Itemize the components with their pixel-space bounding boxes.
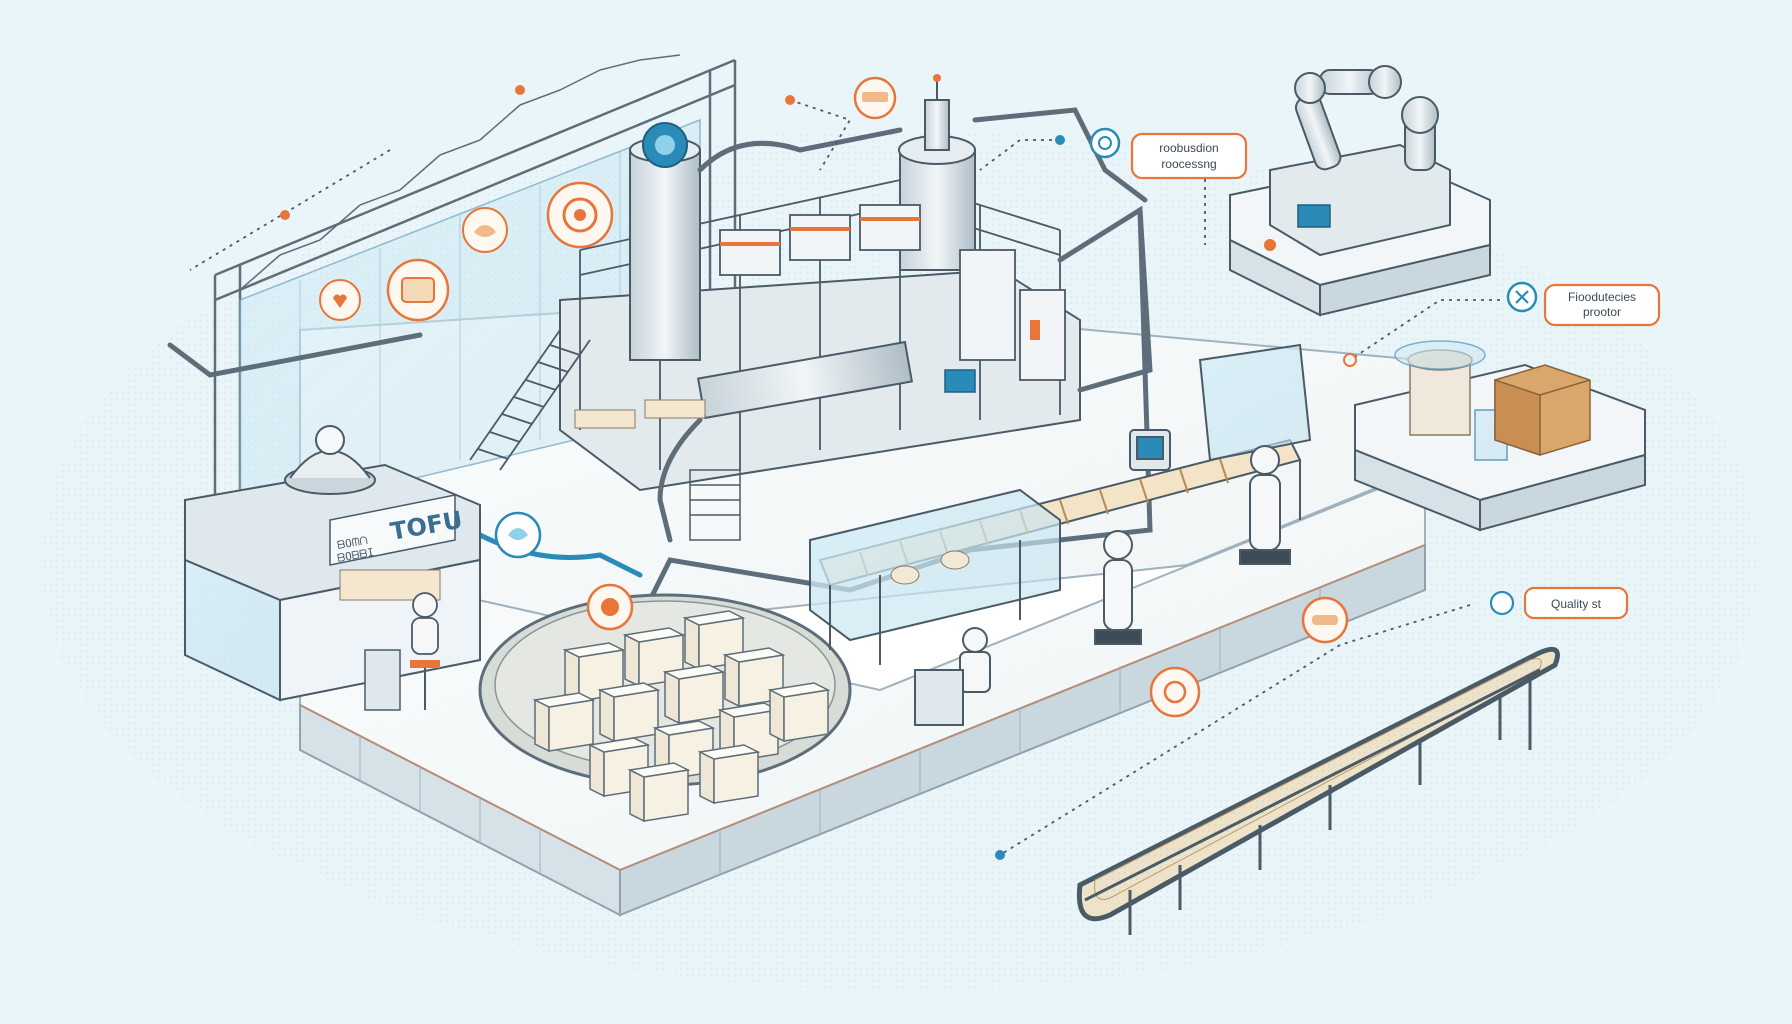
tofu-processing-machinery — [469, 74, 1153, 543]
production-callout-line2: roocessng — [1161, 157, 1216, 171]
tofu-cube — [597, 682, 661, 743]
productivity-callout: Fioodutecies prootor — [1543, 283, 1661, 327]
curved-conveyor-belt — [1076, 646, 1560, 935]
packaging-station — [1354, 340, 1646, 532]
lightbulb-icon — [1489, 590, 1515, 616]
quality-callout: Quality st — [1523, 586, 1629, 620]
tofu-sign-line1: ᗷOᗰᑎ — [336, 534, 368, 552]
robotic-assembly-station — [1229, 65, 1491, 317]
target-badge-icon — [586, 583, 634, 631]
marker-dots — [280, 85, 1357, 860]
quality-callout-text: Quality st — [1551, 597, 1602, 611]
microscope-icon — [853, 76, 897, 120]
tofu-cube — [662, 664, 726, 725]
tofu-sign-line2: ᗷOᗷᗷI — [336, 546, 375, 565]
search-icon — [1089, 127, 1121, 159]
tofu-cube — [697, 744, 761, 805]
tofu-shop-booth: TOFU ᗷOᗰᑎ ᗷOᗷᗷI — [184, 425, 481, 711]
target-icon — [462, 207, 508, 253]
production-processing-callout: roobusdion roocessng — [1130, 132, 1248, 180]
brain-icon — [494, 511, 542, 559]
productivity-callout-line2: prootor — [1583, 305, 1621, 319]
hat-icon — [1301, 596, 1349, 644]
tofu-platter — [478, 593, 852, 823]
heart-icon — [319, 279, 361, 321]
tofu-cube — [767, 682, 831, 743]
heart-badge-icon — [1149, 666, 1201, 718]
tofu-icon — [386, 258, 450, 322]
callout-leaders — [189, 99, 1500, 856]
tofu-cube — [532, 692, 596, 753]
robotic-conveyor-line — [809, 343, 1312, 726]
expand-icon — [1506, 281, 1538, 313]
production-callout-line1: roobusdion — [1159, 141, 1218, 155]
tofu-cubes — [532, 610, 831, 823]
productivity-callout-line1: Fioodutecies — [1568, 290, 1636, 304]
tofu-cube — [627, 762, 691, 823]
gear-icon — [546, 181, 614, 249]
teal-cable — [477, 532, 643, 578]
